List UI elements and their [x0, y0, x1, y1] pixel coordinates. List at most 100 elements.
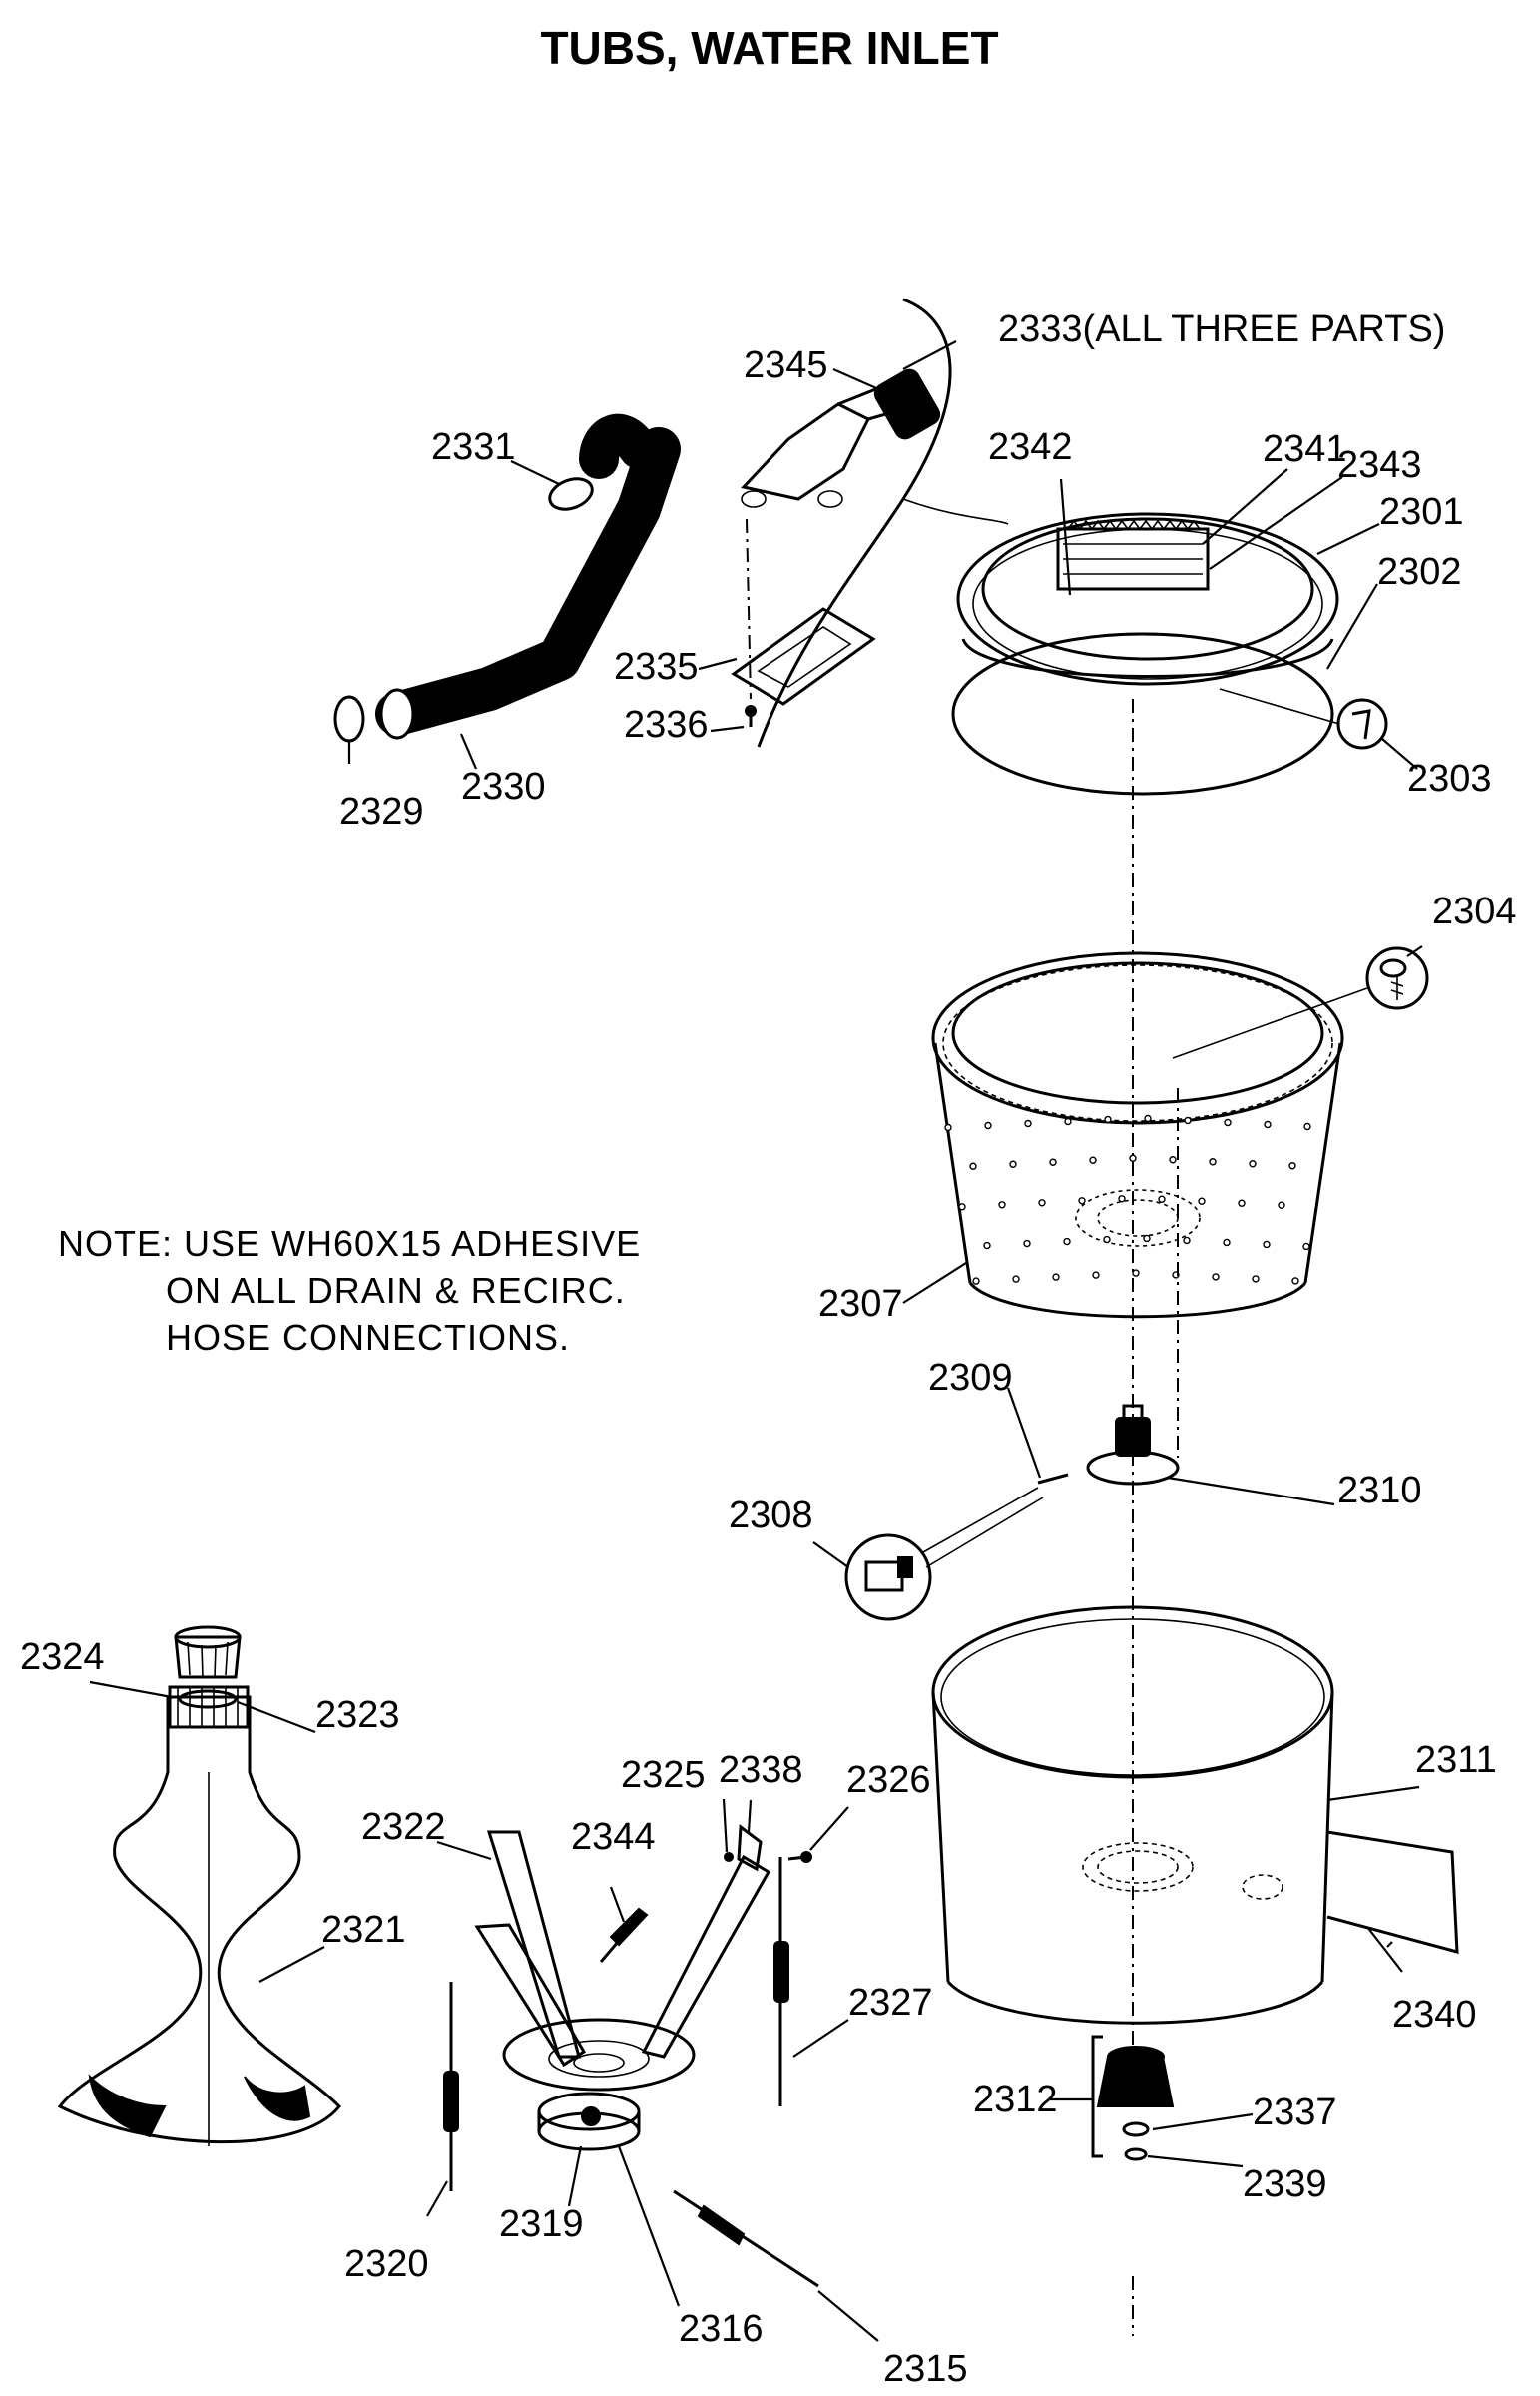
screw-2336 — [745, 705, 757, 727]
hose-clamp-2331 — [548, 477, 594, 511]
pin-2325 — [724, 1852, 734, 1862]
note-line-1: NOTE: USE WH60X15 ADHESIVE — [58, 1223, 641, 1264]
perforation — [1291, 1277, 1299, 1285]
bracket-2338 — [737, 1824, 763, 1872]
callout-2339: 2339 — [1243, 2163, 1327, 2205]
callout-2325: 2325 — [621, 1754, 706, 1796]
adapter-2308 — [844, 1533, 932, 1621]
callout-2302: 2302 — [1377, 551, 1462, 593]
perforation — [1103, 1235, 1111, 1244]
callout-2312: 2312 — [973, 2079, 1058, 2120]
callout-2327: 2327 — [848, 1982, 933, 2024]
o-ring-2323 — [178, 1689, 238, 1709]
perforation — [1169, 1156, 1177, 1164]
callout-2315: 2315 — [883, 2348, 968, 2390]
perforation — [983, 1241, 991, 1250]
inlet-valve-2345 — [741, 368, 941, 508]
perforation — [1078, 1197, 1086, 1205]
callout-2331: 2331 — [431, 426, 516, 468]
perforation — [1023, 1239, 1031, 1248]
callout-2330: 2330 — [461, 766, 546, 808]
callout-2316: 2316 — [679, 2308, 764, 2350]
perforation — [1118, 1195, 1126, 1203]
perforation — [1278, 1201, 1285, 1209]
perforation — [1302, 1242, 1310, 1251]
adhesive-note: NOTE: USE WH60X15 ADHESIVE ON ALL DRAIN … — [58, 1223, 641, 1358]
perforation — [1143, 1234, 1151, 1243]
callout-2311: 2311 — [1415, 1739, 1497, 1781]
tub-seal-2302 — [951, 632, 1334, 796]
agitator-cap-2324 — [174, 1625, 242, 1679]
callout-labels: 2333(ALL THREE PARTS) 2345 2331 2342 234… — [20, 308, 1517, 2390]
agitator-2321 — [57, 1685, 342, 2146]
callout-2335: 2335 — [614, 646, 699, 688]
perforation — [1212, 1273, 1220, 1281]
perforation — [1209, 1158, 1217, 1166]
perforation — [1129, 1154, 1137, 1162]
perforation — [1263, 1240, 1271, 1249]
page-title: TUBS, WATER INLET — [540, 22, 998, 74]
perforation — [1092, 1271, 1100, 1279]
callout-2321: 2321 — [321, 1909, 406, 1951]
callout-2310: 2310 — [1337, 1470, 1422, 1511]
callout-2303: 2303 — [1407, 758, 1492, 800]
callout-2319: 2319 — [499, 2203, 584, 2245]
suspension-bracket-2322 — [474, 1830, 771, 2092]
tub-hose-2340 — [1326, 1830, 1459, 1954]
nut-2319 — [581, 2106, 601, 2126]
spring-2320 — [443, 1982, 459, 2191]
callout-2309: 2309 — [928, 1357, 1013, 1399]
spring-2327 — [773, 1857, 789, 2106]
perforation — [1223, 1238, 1231, 1247]
callout-2340: 2340 — [1392, 1994, 1477, 2036]
perforation — [958, 1203, 966, 1211]
perforation — [944, 1123, 952, 1132]
drain-hose-2330 — [375, 413, 681, 740]
perforation — [1264, 1120, 1272, 1129]
tub-cover-2301 — [956, 512, 1339, 686]
perforation — [1198, 1197, 1206, 1205]
spring-2344 — [599, 1907, 649, 1963]
callout-2345: 2345 — [744, 344, 828, 386]
callout-2342: 2342 — [988, 426, 1073, 468]
perforation — [1063, 1237, 1071, 1246]
perforation — [1052, 1273, 1060, 1281]
perforation — [1009, 1160, 1017, 1168]
perforation — [1132, 1269, 1140, 1277]
perforation — [1024, 1119, 1032, 1128]
bolt-2309 — [1037, 1473, 1069, 1485]
perforation — [1183, 1236, 1191, 1245]
perforation — [1224, 1118, 1232, 1127]
callout-2301: 2301 — [1379, 491, 1464, 533]
callout-2329: 2329 — [339, 791, 424, 833]
callout-2337: 2337 — [1253, 2092, 1337, 2133]
callout-2343: 2343 — [1337, 444, 1422, 486]
callout-2304: 2304 — [1432, 891, 1517, 932]
callout-2341: 2341 — [1263, 428, 1347, 470]
perforation — [984, 1121, 992, 1130]
callout-2336: 2336 — [624, 704, 709, 746]
callout-2307: 2307 — [818, 1283, 903, 1325]
perforation — [1288, 1162, 1296, 1170]
callout-2308: 2308 — [729, 1495, 813, 1536]
perforation — [1238, 1199, 1246, 1207]
screw-2304 — [1365, 946, 1429, 1010]
callout-2344: 2344 — [571, 1816, 656, 1858]
basket-perforations — [944, 1114, 1311, 1285]
callout-2323: 2323 — [315, 1694, 400, 1736]
inlet-group-bracket — [757, 298, 952, 748]
perforation — [1049, 1158, 1057, 1166]
callout-2322: 2322 — [361, 1806, 446, 1848]
spring-2315 — [673, 2189, 819, 2288]
perforation — [1012, 1275, 1020, 1283]
callout-2338: 2338 — [719, 1749, 803, 1791]
perforation — [1303, 1122, 1311, 1131]
leader-lines — [89, 340, 1423, 2342]
screw-2326 — [787, 1851, 812, 1863]
perforation — [1184, 1116, 1192, 1125]
perforation — [1104, 1115, 1112, 1124]
callout-2333: 2333(ALL THREE PARTS) — [998, 308, 1445, 350]
tub-seal-assembly-2312 — [1091, 2035, 1175, 2161]
callout-2324: 2324 — [20, 1636, 105, 1678]
